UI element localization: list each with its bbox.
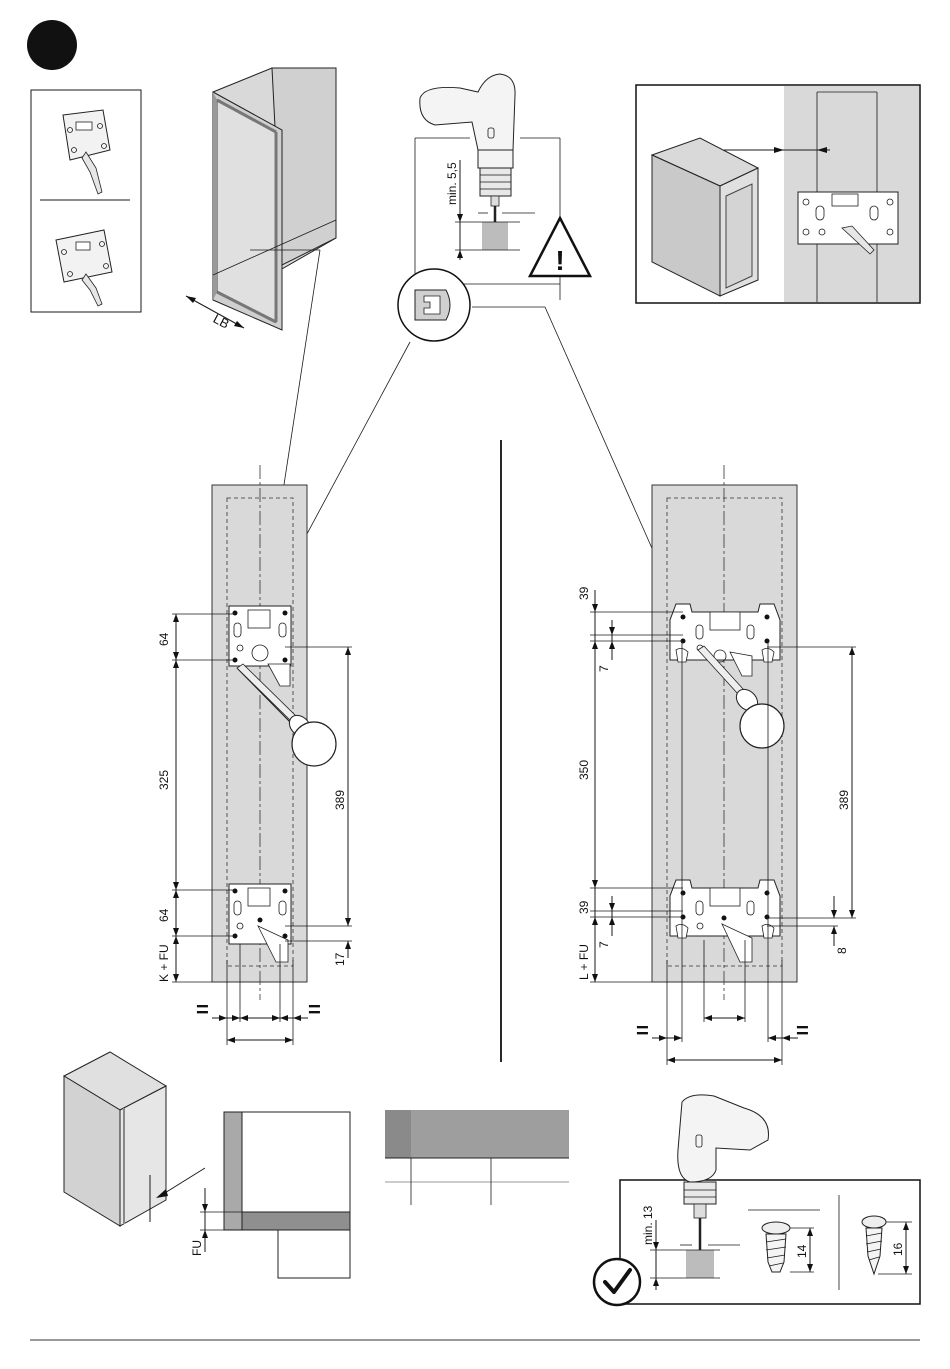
screw-2-length: 16	[891, 1242, 905, 1256]
checkmark-circle-icon	[594, 1259, 640, 1305]
right-dim-389: 389	[837, 790, 851, 810]
right-dim-39-top: 39	[577, 586, 591, 600]
right-dim-8: 8	[835, 947, 849, 954]
plate-selection-box	[31, 90, 141, 312]
reference-table	[385, 1110, 569, 1205]
screw-1-length: 14	[795, 1244, 809, 1258]
left-dim-64-top: 64	[157, 632, 171, 646]
right-dim-7-top: 7	[597, 665, 611, 672]
right-equal-mark-left: =	[636, 1018, 649, 1043]
left-dim-389: 389	[333, 790, 347, 810]
drill-icon	[420, 74, 515, 240]
svg-text:!: !	[555, 245, 564, 276]
left-dim-k-fu: K + FU	[157, 944, 171, 982]
right-dim-7-bottom: 7	[597, 941, 611, 948]
right-dim-350: 350	[577, 760, 591, 780]
left-dim-64-bottom: 64	[157, 908, 171, 922]
bottom-drill-depth-label: min. 13	[641, 1205, 655, 1245]
left-equal-mark-right: =	[308, 997, 321, 1022]
table-header-cell	[385, 1110, 411, 1158]
left-equal-mark-left: =	[196, 997, 209, 1022]
top-drill-depth-label: min. 5,5	[445, 162, 459, 205]
right-dim-l-fu: L + FU	[577, 944, 591, 980]
table-header-cell	[491, 1110, 569, 1158]
right-dim-39-bottom: 39	[577, 900, 591, 914]
mounting-plate-icon	[56, 230, 112, 306]
left-drilling-scheme: 64 325 64 K + FU 389 17 = =	[157, 465, 352, 1045]
left-dim-325: 325	[157, 770, 171, 790]
bottom-cabinet-drawing: FU	[64, 1052, 350, 1278]
warning-triangle-icon: !	[530, 218, 590, 276]
step-circle-icon	[27, 20, 77, 70]
right-drilling-scheme: 39 7 350 39 7 L + FU 389 8 = =	[577, 465, 856, 1065]
hole-detail-magnifier	[398, 269, 470, 341]
table-header-cell	[411, 1110, 491, 1158]
mounting-plate-icon	[63, 110, 110, 194]
top-right-detail-box	[636, 85, 920, 303]
bottom-right-screw-box: min. 13 14 16	[594, 1095, 920, 1305]
right-equal-mark-right: =	[796, 1018, 809, 1043]
fu-label: FU	[190, 1240, 204, 1256]
lb-label: LB	[211, 311, 232, 332]
left-dim-17: 17	[333, 952, 347, 966]
